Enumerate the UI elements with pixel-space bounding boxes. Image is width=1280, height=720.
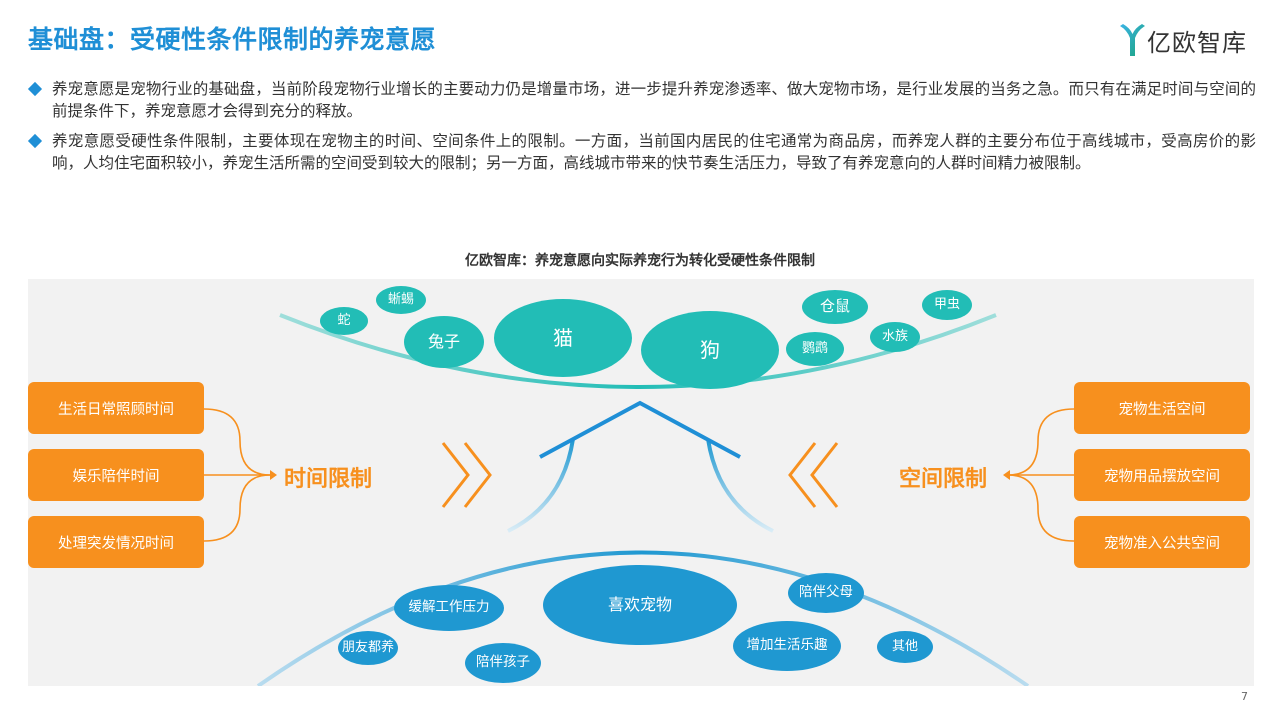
- bullet-text: 养宠意愿是宠物行业的基础盘，当前阶段宠物行业增长的主要动力仍是增量市场，进一步提…: [52, 80, 1256, 120]
- arrow-head-icon: [1003, 470, 1010, 480]
- reason-bubble: 其他: [877, 631, 933, 663]
- bullet-text: 养宠意愿受硬性条件限制，主要体现在宠物主的时间、空间条件上的限制。一方面，当前国…: [52, 132, 1256, 172]
- pet-bubble-hamster: 仓鼠: [802, 290, 868, 324]
- pet-bubble-parrot: 鹦鹉: [786, 332, 844, 366]
- chevron-left-icon: [788, 442, 817, 508]
- logo-text: 亿欧智库: [1147, 29, 1247, 57]
- reason-bubble: 陪伴父母: [788, 573, 864, 613]
- reason-bubble: 朋友都养: [338, 631, 398, 665]
- space-item: 宠物生活空间: [1074, 382, 1250, 434]
- diagram-panel: 蛇 蜥蜴 兔子 猫 狗 仓鼠 甲虫 鹦鹉 水族 缓解工作压力 喜欢宠物 陪伴父母…: [28, 279, 1254, 686]
- space-limit-label: 空间限制: [899, 467, 988, 492]
- page-title: 基础盘：受硬性条件限制的养宠意愿: [28, 25, 437, 54]
- chevron-right-icon: [441, 442, 470, 508]
- diamond-bullet-icon: [27, 81, 43, 97]
- brand-logo: 亿欧智库: [1117, 20, 1257, 60]
- intro-bullets: 养宠意愿是宠物行业的基础盘，当前阶段宠物行业增长的主要动力仍是增量市场，进一步提…: [27, 78, 1256, 182]
- arrow-head-icon: [270, 470, 277, 480]
- time-item: 处理突发情况时间: [28, 516, 204, 568]
- reason-bubble: 缓解工作压力: [394, 585, 504, 631]
- chevron-right-icon: [463, 442, 492, 508]
- space-item: 宠物用品摆放空间: [1074, 449, 1250, 501]
- reasons-arc: [256, 550, 1030, 686]
- time-item: 生活日常照顾时间: [28, 382, 204, 434]
- reason-bubble-main: 喜欢宠物: [543, 565, 737, 645]
- bullet-item: 养宠意愿是宠物行业的基础盘，当前阶段宠物行业增长的主要动力仍是增量市场，进一步提…: [27, 78, 1256, 122]
- time-item: 娱乐陪伴时间: [28, 449, 204, 501]
- rise-curve-right: [706, 438, 774, 533]
- rise-curve-left: [507, 438, 575, 533]
- chevron-left-icon: [810, 442, 839, 508]
- diagram-title: 亿欧智库：养宠意愿向实际养宠行为转化受硬性条件限制: [465, 253, 815, 269]
- pet-bubble-lizard: 蜥蜴: [376, 286, 426, 314]
- pet-bubble-snake: 蛇: [320, 307, 368, 335]
- pet-bubble-beetle: 甲虫: [922, 290, 972, 320]
- pet-bubble-rabbit: 兔子: [404, 316, 484, 368]
- pet-bubble-dog: 狗: [641, 311, 779, 389]
- page-number: 7: [1241, 690, 1248, 703]
- pet-bubble-cat: 猫: [494, 299, 632, 377]
- bullet-item: 养宠意愿受硬性条件限制，主要体现在宠物主的时间、空间条件上的限制。一方面，当前国…: [27, 130, 1256, 174]
- logo-icon: [1120, 24, 1145, 56]
- pet-bubble-aquarium: 水族: [870, 322, 920, 352]
- reason-bubble: 陪伴孩子: [465, 643, 541, 683]
- space-item: 宠物准入公共空间: [1074, 516, 1250, 568]
- diamond-bullet-icon: [27, 133, 43, 149]
- time-limit-label: 时间限制: [284, 467, 373, 492]
- roof-icon: [539, 400, 741, 459]
- reason-bubble: 增加生活乐趣: [733, 621, 841, 671]
